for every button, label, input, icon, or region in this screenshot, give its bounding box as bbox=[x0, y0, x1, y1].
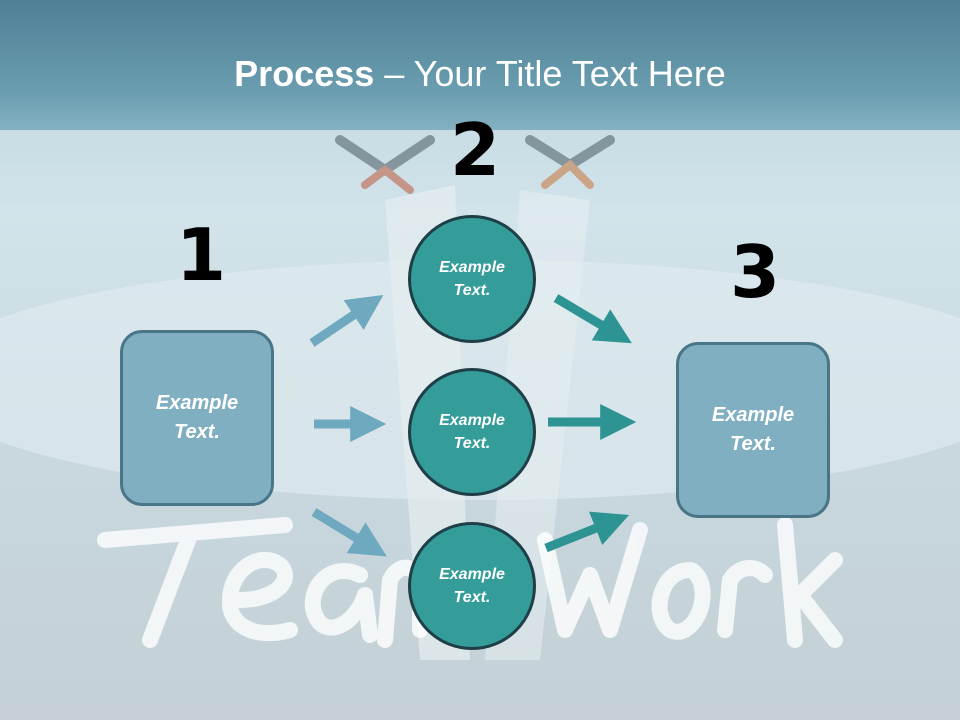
figure-right-icon bbox=[525, 135, 615, 189]
arrow-left-to-top bbox=[309, 294, 384, 347]
circle-bottom[interactable]: Example Text. bbox=[408, 522, 536, 650]
figure-left-icon bbox=[335, 135, 435, 194]
arrow-bottom-to-right bbox=[544, 511, 630, 553]
arrow-left-to-bottom bbox=[311, 508, 387, 557]
right-text-box[interactable]: Example Text. bbox=[676, 342, 830, 518]
circle-middle-text: Example Text. bbox=[439, 412, 505, 452]
left-box-text: Example Text. bbox=[155, 392, 239, 443]
step-number-1: 1 bbox=[176, 213, 227, 297]
slide-title: Process – Your Title Text Here bbox=[0, 52, 960, 96]
title-bold: Process bbox=[234, 53, 375, 94]
right-box-text: Example Text. bbox=[711, 404, 795, 455]
arrow-top-to-right bbox=[553, 294, 632, 344]
circle-top-text: Example Text. bbox=[439, 259, 505, 299]
circle-top[interactable]: Example Text. bbox=[408, 215, 536, 343]
step-number-2: 2 bbox=[450, 108, 501, 192]
left-text-box[interactable]: Example Text. bbox=[120, 330, 274, 506]
step-number-3: 3 bbox=[730, 230, 781, 314]
title-bar bbox=[0, 0, 960, 130]
title-rest: – Your Title Text Here bbox=[374, 53, 726, 94]
circle-middle[interactable]: Example Text. bbox=[408, 368, 536, 496]
teamwork-chalk-drawing bbox=[97, 517, 843, 648]
circle-bottom-text: Example Text. bbox=[439, 566, 505, 606]
